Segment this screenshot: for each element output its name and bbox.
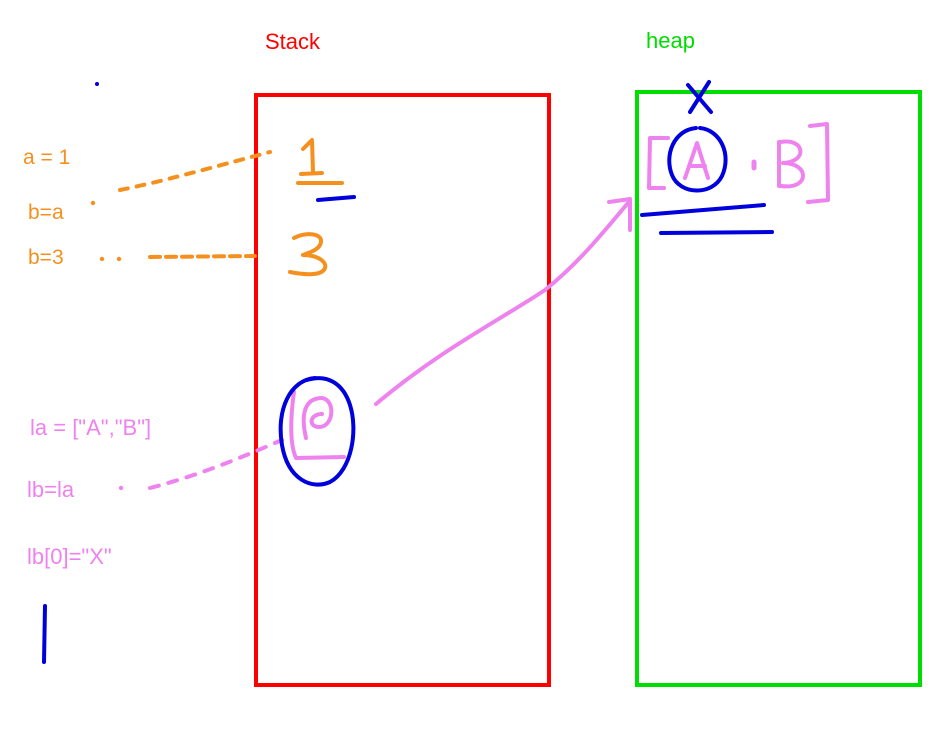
stack-value-3 <box>288 232 328 277</box>
connector-a-to-1 <box>118 150 272 192</box>
heap-box <box>635 90 922 687</box>
element-a-circle <box>667 126 728 193</box>
stack-box <box>254 93 551 687</box>
connector-b3-dot-1 <box>99 256 105 262</box>
code-line-la: la = ["A","B"] <box>30 415 152 440</box>
cursor-line <box>42 604 47 664</box>
code-line-a: a = 1 <box>23 146 71 169</box>
heap-title: heap <box>646 28 695 53</box>
connector-la-to-reference <box>148 438 284 490</box>
stray-dot <box>95 82 99 86</box>
code-line-b-assign: b=a <box>28 201 64 224</box>
connector-b3-dot-2 <box>116 256 122 262</box>
code-line-lb-index: lb[0]="X" <box>27 544 112 569</box>
reference-arrowhead <box>607 197 632 232</box>
connector-b-dot <box>90 200 96 206</box>
heap-list <box>647 122 830 204</box>
stack-value-1 <box>299 138 324 176</box>
replacement-x <box>686 80 713 114</box>
code-line-lb: lb=la <box>27 477 75 502</box>
stack-title: Stack <box>265 29 321 54</box>
code-line-b-reassign: b=3 <box>28 246 64 269</box>
reference-arrow <box>374 201 630 406</box>
value-1-underline-blue <box>316 195 356 202</box>
connector-b3-to-3 <box>148 254 257 259</box>
heap-underline-1 <box>640 203 766 217</box>
connector-lb-dot <box>118 485 124 491</box>
heap-underline-2 <box>659 230 774 235</box>
stack-reference <box>278 376 356 487</box>
